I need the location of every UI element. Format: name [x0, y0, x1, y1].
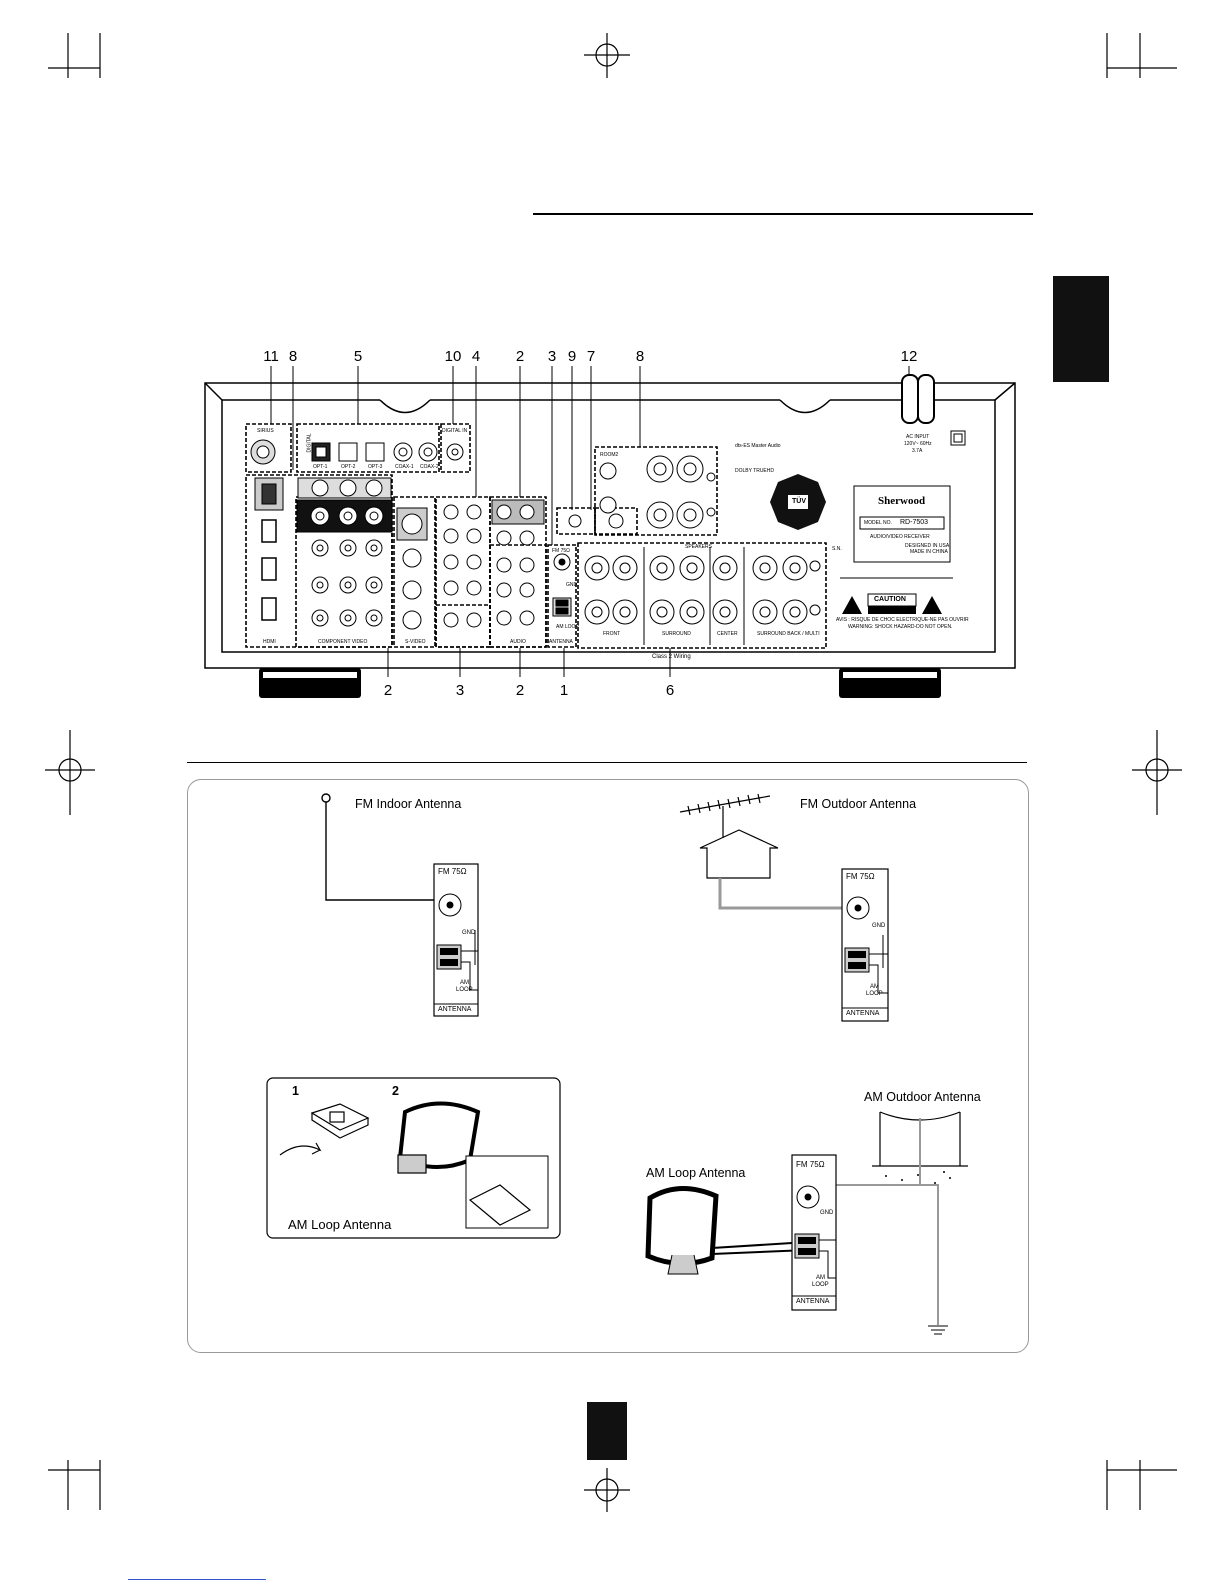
label-sn: S.N. [832, 546, 842, 552]
callout-10: 10 [444, 348, 462, 365]
am-outdoor-label: AM Outdoor Antenna [864, 1090, 981, 1104]
t3-antenna: ANTENNA [796, 1298, 830, 1305]
label-opt2: OPT-2 [341, 464, 356, 470]
am-loop-right-label: AM Loop Antenna [646, 1166, 746, 1180]
callout-8b: 8 [635, 348, 645, 365]
language-tab [1053, 276, 1109, 382]
label-speakers: SPEAKERS [685, 544, 712, 550]
page-number-tab [587, 1402, 627, 1460]
t2-am: AM [870, 984, 879, 990]
callout-6: 6 [665, 682, 675, 699]
label-coax1: COAX-1 [395, 464, 414, 470]
callout-3b: 3 [455, 682, 465, 699]
label-hdmi: HDMI [263, 639, 276, 645]
label-dolby: DOLBY TRUEHD [735, 468, 774, 474]
callout-4: 4 [471, 348, 481, 365]
label-model-no: MODEL NO. [864, 520, 892, 526]
callout-7: 7 [586, 348, 596, 365]
t2-gnd: GND [872, 923, 886, 929]
label-antenna: ANTENNA [549, 639, 573, 645]
label-component-video: COMPONENT VIDEO [318, 639, 368, 645]
label-dts: dts-ES Master Audio [735, 443, 781, 449]
label-opt3: OPT-3 [368, 464, 383, 470]
inset-step-2: 2 [392, 1084, 399, 1098]
t1-fm: FM 75Ω [438, 867, 467, 876]
label-coax2: COAX-2 [420, 464, 439, 470]
label-class2: Class 2 Wiring [652, 654, 691, 660]
t1-loop: LOOP [456, 987, 473, 993]
label-ac-amp: 3.7A [912, 448, 923, 454]
callout-5: 5 [353, 348, 363, 365]
label-tuv: TÜV [792, 498, 806, 505]
callout-11: 11 [263, 348, 279, 365]
callout-2c: 2 [515, 682, 525, 699]
label-am-loop: AM LOOP [556, 624, 579, 630]
label-front: FRONT [603, 631, 621, 637]
callout-9: 9 [567, 348, 577, 365]
label-made: MADE IN CHINA [910, 549, 948, 555]
label-avis: AVIS : RISQUE DE CHOC ELECTRIQUE-NE PAS … [836, 617, 969, 623]
mid-section-rule [187, 762, 1027, 763]
callout-8a: 8 [288, 348, 298, 365]
t2-loop: LOOP [866, 991, 883, 997]
callout-2b: 2 [383, 682, 393, 699]
label-surround: SURROUND [662, 631, 691, 637]
t3-fm: FM 75Ω [796, 1160, 825, 1169]
label-warning: WARNING: SHOCK HAZARD-DO NOT OPEN. [848, 624, 953, 630]
label-center: CENTER [717, 631, 738, 637]
label-caution: CAUTION [874, 596, 906, 603]
top-section-rule [533, 213, 1033, 215]
t1-antenna: ANTENNA [438, 1006, 472, 1013]
label-ac-input: AC INPUT [906, 434, 930, 440]
label-s-video: S-VIDEO [405, 639, 426, 645]
callout-3a: 3 [547, 348, 557, 365]
label-receiver: AUDIO/VIDEO RECEIVER [870, 534, 930, 540]
callout-1: 1 [559, 682, 569, 699]
am-loop-inset-label: AM Loop Antenna [288, 1217, 392, 1232]
label-model: RD-7503 [900, 519, 929, 526]
t3-gnd: GND [820, 1210, 834, 1216]
label-fm: FM 75Ω [552, 548, 570, 554]
t2-antenna: ANTENNA [846, 1010, 880, 1017]
fm-outdoor-label: FM Outdoor Antenna [800, 797, 917, 811]
label-sirius: SIRIUS [257, 428, 274, 434]
fm-indoor-label: FM Indoor Antenna [355, 797, 462, 811]
label-digital-in: DIGITAL IN [442, 428, 468, 434]
t1-am: AM [460, 980, 469, 986]
inset-step-1: 1 [292, 1084, 299, 1098]
label-designed: DESIGNED IN USA [905, 543, 950, 549]
label-opt1: OPT-1 [313, 464, 328, 470]
callout-2a: 2 [515, 348, 525, 365]
t1-gnd: GND [462, 930, 476, 936]
antenna-connection-panel [187, 779, 1029, 1353]
t2-fm: FM 75Ω [846, 872, 875, 881]
label-surround-back: SURROUND BACK / MULTI [757, 631, 820, 637]
t3-loop: LOOP [812, 1282, 829, 1288]
label-ac-spec: 120V~ 60Hz [904, 441, 932, 447]
label-audio: AUDIO [510, 639, 526, 645]
label-gnd: GND [566, 582, 578, 588]
callout-12: 12 [900, 348, 918, 365]
label-sherwood: Sherwood [878, 495, 926, 507]
label-room2: ROOM2 [600, 452, 619, 458]
footer-underline [128, 1579, 266, 1580]
t3-am: AM [816, 1275, 825, 1281]
